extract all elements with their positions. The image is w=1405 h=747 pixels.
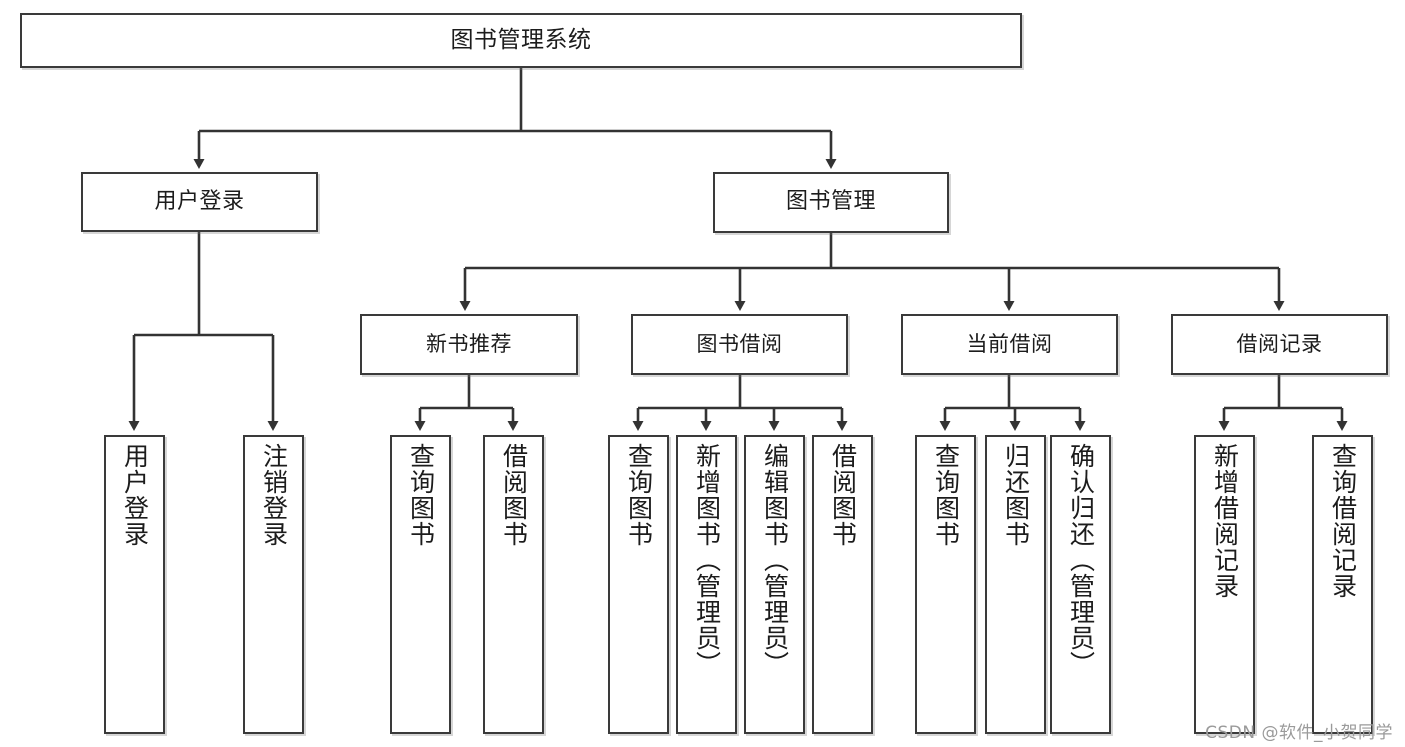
leaf-borrow-query-book[interactable]: 查询图书 (608, 435, 669, 734)
node-label: 图书管理 (785, 189, 876, 215)
leaf-current-return-book[interactable]: 归还图书 (985, 435, 1046, 734)
node-label: 图书管理系统 (450, 26, 592, 53)
node-root-book-management-system[interactable]: 图书管理系统 (20, 13, 1022, 68)
leaf-user-login-signin[interactable]: 用户登录 (104, 435, 165, 734)
node-label: 归还图书 (1001, 443, 1031, 547)
leaf-user-login-signout[interactable]: 注销登录 (243, 435, 304, 734)
node-label: 查询借阅记录 (1328, 443, 1358, 599)
node-label: 查询图书 (624, 443, 654, 547)
leaf-borrow-edit-book-admin[interactable]: 编辑图书（管理员） (744, 435, 805, 734)
node-label: 借阅记录 (1236, 331, 1323, 356)
node-label: 注销登录 (259, 443, 289, 547)
node-user-login[interactable]: 用户登录 (81, 172, 318, 232)
watermark-text: CSDN @软件_小贺同学 (1205, 723, 1393, 743)
node-label: 查询图书 (931, 443, 961, 547)
node-label: 新增借阅记录 (1210, 443, 1240, 599)
node-label: 当前借阅 (966, 331, 1053, 356)
leaf-record-add-record[interactable]: 新增借阅记录 (1194, 435, 1255, 734)
node-label: 确认归还（管理员） (1066, 443, 1096, 677)
node-current-borrow[interactable]: 当前借阅 (901, 314, 1118, 375)
node-label: 用户登录 (120, 443, 150, 547)
node-label: 编辑图书（管理员） (760, 443, 790, 677)
node-label: 查询图书 (406, 443, 436, 547)
node-new-book-recommend[interactable]: 新书推荐 (360, 314, 578, 375)
node-label: 新增图书（管理员） (692, 443, 722, 677)
leaf-current-query-book[interactable]: 查询图书 (915, 435, 976, 734)
node-label: 借阅图书 (828, 443, 858, 547)
leaf-recommend-borrow-book[interactable]: 借阅图书 (483, 435, 544, 734)
node-label: 新书推荐 (426, 331, 512, 356)
node-book-borrow[interactable]: 图书借阅 (631, 314, 848, 375)
node-label: 用户登录 (154, 188, 245, 214)
node-borrow-record[interactable]: 借阅记录 (1171, 314, 1388, 375)
leaf-borrow-add-book-admin[interactable]: 新增图书（管理员） (676, 435, 737, 734)
leaf-record-query-record[interactable]: 查询借阅记录 (1312, 435, 1373, 734)
leaf-current-confirm-return-admin[interactable]: 确认归还（管理员） (1050, 435, 1111, 734)
leaf-recommend-query-book[interactable]: 查询图书 (390, 435, 451, 734)
node-book-management[interactable]: 图书管理 (713, 172, 949, 233)
node-label: 借阅图书 (499, 443, 529, 547)
node-label: 图书借阅 (696, 331, 783, 356)
leaf-borrow-borrow-book[interactable]: 借阅图书 (812, 435, 873, 734)
